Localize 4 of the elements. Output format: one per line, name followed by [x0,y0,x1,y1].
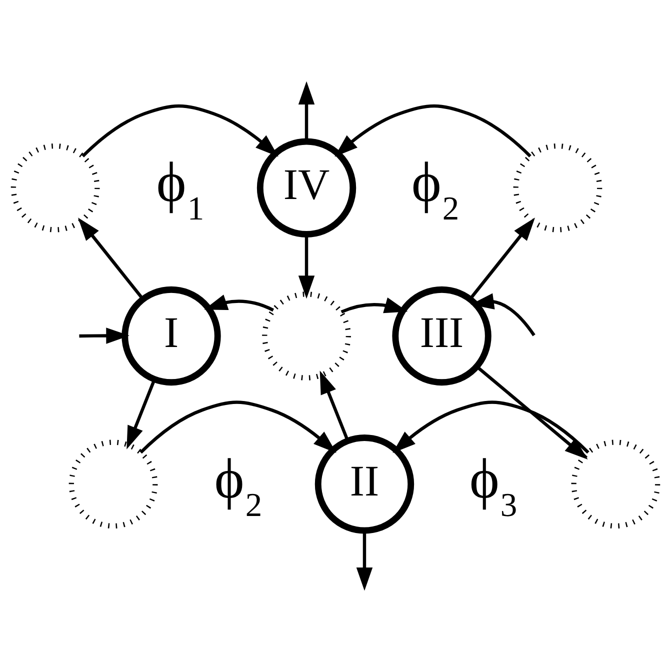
label: ϕ$_{1}$ [156,150,204,227]
label: ϕ$_{3}$ [469,446,518,524]
label: ϕ$_{2}$ [412,150,460,227]
label: ϕ$_{2}$ [214,446,262,524]
